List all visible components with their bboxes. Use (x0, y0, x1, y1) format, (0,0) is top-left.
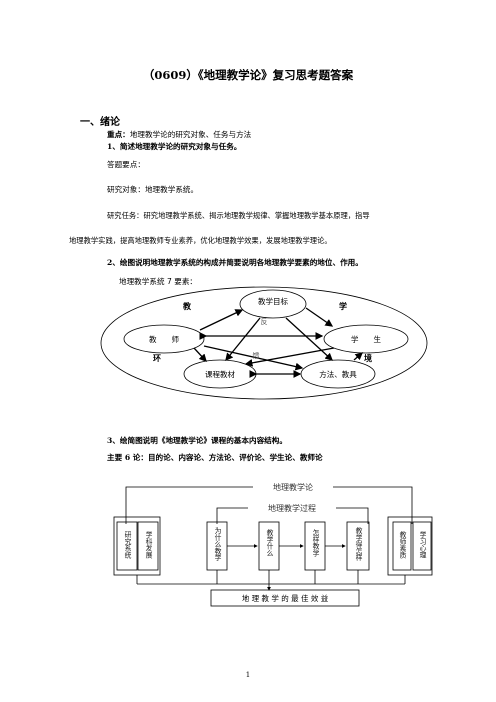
question-2: 2、绘图说明地理教学系统的构成并简要说明各地理教学要素的地位、作用。 (107, 258, 363, 267)
question-3: 3、绘简图说明《地理教学论》课程的基本内容结构。 (107, 436, 287, 445)
goal-student-arrow (305, 307, 334, 327)
node-method-label: 方法、教具 (319, 369, 357, 379)
teacher-method-arrow (203, 345, 304, 371)
node-goal-label: 教学目标 (258, 296, 288, 306)
section-heading-intro: 一、绪论 (80, 117, 120, 128)
box-best-benefit-label: 地 理 教 学 的 最 佳 效 益 (242, 593, 329, 603)
box-why-label: 为什么教学 (213, 526, 221, 561)
inner-loop-left (216, 507, 248, 524)
box-process-label: 教学得怎样 (354, 526, 362, 562)
outer-loop-right (333, 486, 413, 524)
feedback-label-1: 反 (261, 317, 268, 326)
node-goal-ellipse (239, 289, 307, 319)
node-student-label: 学 生 (351, 334, 381, 344)
document-title: （0609）《地理教学论》复习思考题答案 (142, 68, 354, 82)
corner-label-learn: 学 (339, 301, 347, 311)
box-discipline-label: 学科发展 (144, 530, 152, 559)
node-teacher-label: 教 师 (149, 334, 179, 344)
key-points: 重点：地理教学论的研究对象、任务与方法 (107, 129, 251, 140)
teaching-system-diagram: 教 学 环 境 教学目标 反 教 师 学 生 馈 课程教材 方法、教具 (100, 286, 428, 400)
system-intro: 地理教学系统 7 要素： (119, 277, 198, 286)
student-material-arrow (244, 347, 335, 367)
answer-points-label: 答题要点： (107, 160, 145, 169)
box-how-label: 怎样教学 (311, 528, 319, 556)
method-student-arrow (353, 352, 363, 361)
node-student-ellipse (323, 324, 409, 354)
question-1: 1、简述地理教学论的研究对象与任务。 (107, 142, 242, 151)
key-points-text: 地理教学论的研究对象、任务与方法 (129, 130, 252, 139)
research-task-line2: 地理教学实践，提高地理教师专业素养，优化地理教学效果，发展地理教学理论。 (69, 236, 332, 245)
box-research-system (116, 521, 138, 571)
question-3-answer: 主要 6 论：目的论、内容论、方法论、评价论、学生论、教师论 (107, 453, 323, 462)
box-what-label: 教学什么 (265, 528, 273, 556)
outer-loop-left (125, 486, 253, 524)
box-discipline (137, 521, 159, 571)
box-teacher-quality (392, 521, 412, 571)
key-points-label: 重点： (107, 130, 130, 139)
feedback-label-2: 馈 (253, 351, 260, 360)
inner-label: 地理教学过程 (268, 503, 316, 513)
box-psychology (412, 521, 432, 571)
inner-loop-right (336, 507, 369, 524)
teacher-material-arrow (193, 347, 207, 362)
environment-ellipse (100, 286, 428, 400)
box-teacher-quality-label: 教师素质 (398, 530, 406, 559)
group-box-right (387, 516, 433, 576)
box-psychology-label: 学习心理 (418, 530, 426, 558)
goal-method-arrow (285, 317, 333, 361)
box-best-benefit (210, 589, 360, 607)
page-number: 1 (245, 671, 251, 679)
goal-material-arrow (225, 317, 261, 362)
corner-label-env2: 境 (364, 353, 372, 363)
box-research-system-label: 研究系统 (123, 531, 131, 559)
corner-label-env1: 环 (153, 353, 161, 363)
system-arrows (193, 307, 363, 378)
node-material-label: 课程教材 (205, 369, 235, 379)
corner-label-teach: 教 (182, 301, 192, 311)
teacher-goal-arrow (199, 309, 244, 331)
research-object: 研究对象：地理教学系统。 (107, 185, 199, 194)
research-task-line1: 研究任务：研究地理教学系统、揭示地理教学规律、掌握地理教学基本原理，指导 (107, 211, 370, 220)
outer-label: 地理教学论 (273, 482, 313, 492)
course-structure-diagram: 地理教学论 地理教学过程 研究系统 学科发展 为什么教学 教学什么 怎样教学 教… (113, 482, 433, 607)
